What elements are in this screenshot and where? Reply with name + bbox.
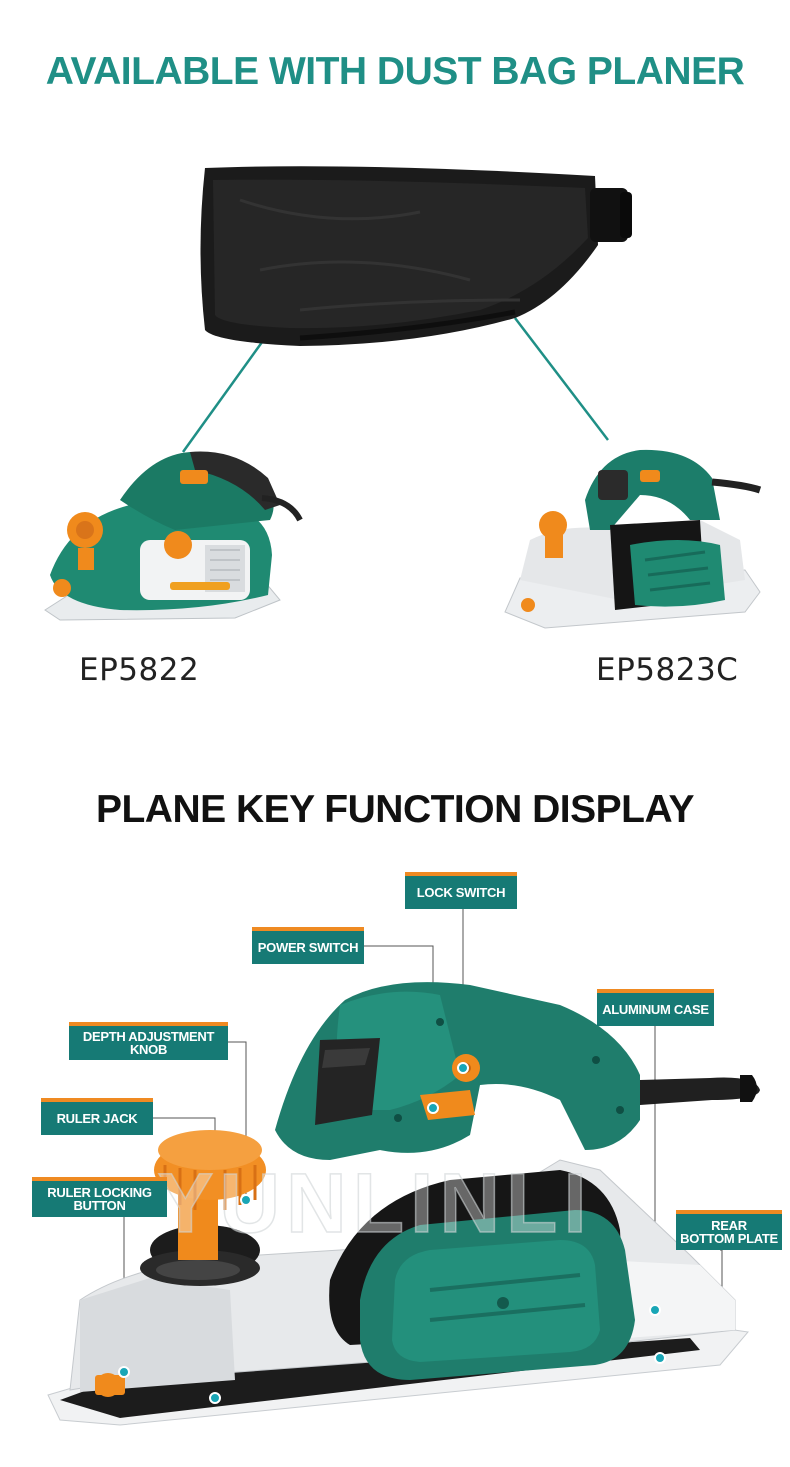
callout-markers — [118, 1062, 666, 1404]
ruler-locking-label-line1: RULER LOCKING — [47, 1185, 152, 1200]
connector-line-left — [181, 337, 267, 453]
key-function-heading: PLANE KEY FUNCTION DISPLAY — [95, 788, 695, 831]
rear-bottom-plate-callout: REAR BOTTOM PLATE — [676, 1210, 782, 1250]
ruler-jack-callout: RULER JACK — [41, 1098, 153, 1135]
ruler-locking-button-callout: RULER LOCKING BUTTON — [32, 1177, 167, 1217]
aluminum-case-label: ALUMINUM CASE — [602, 1002, 709, 1017]
depth-knob-label-line2: KNOB — [129, 1042, 168, 1057]
depth-adjustment-knob-callout: DEPTH ADJUSTMENT KNOB — [69, 1022, 228, 1060]
planer-ep5822-image — [44, 451, 303, 621]
connector-line-right — [514, 317, 609, 441]
rear-plate-label-line1: REAR — [711, 1218, 747, 1233]
ruler-locking-label-line2: BUTTON — [73, 1198, 126, 1213]
lock-switch-label: LOCK SWITCH — [416, 885, 506, 900]
dust-bag-illustration — [44, 166, 762, 629]
ruler-jack-label: RULER JACK — [56, 1111, 138, 1126]
dust-bag-image — [200, 166, 632, 346]
planer-ep5823c-image — [504, 449, 762, 629]
power-switch-callout: POWER SWITCH — [252, 927, 364, 964]
model-label-ep5823c: EP5823C — [596, 652, 739, 688]
power-switch-label: POWER SWITCH — [257, 940, 359, 955]
dust-bag-heading: AVAILABLE WITH DUST BAG PLANER — [45, 50, 745, 93]
rear-plate-label-line2: BOTTOM PLATE — [680, 1231, 778, 1246]
lock-switch-callout: LOCK SWITCH — [405, 872, 517, 909]
watermark-text: YUNLINLI — [157, 1156, 592, 1250]
depth-knob-label-line1: DEPTH ADJUSTMENT — [82, 1029, 215, 1044]
aluminum-case-callout: ALUMINUM CASE — [597, 989, 714, 1026]
model-label-ep5822: EP5822 — [79, 652, 200, 688]
